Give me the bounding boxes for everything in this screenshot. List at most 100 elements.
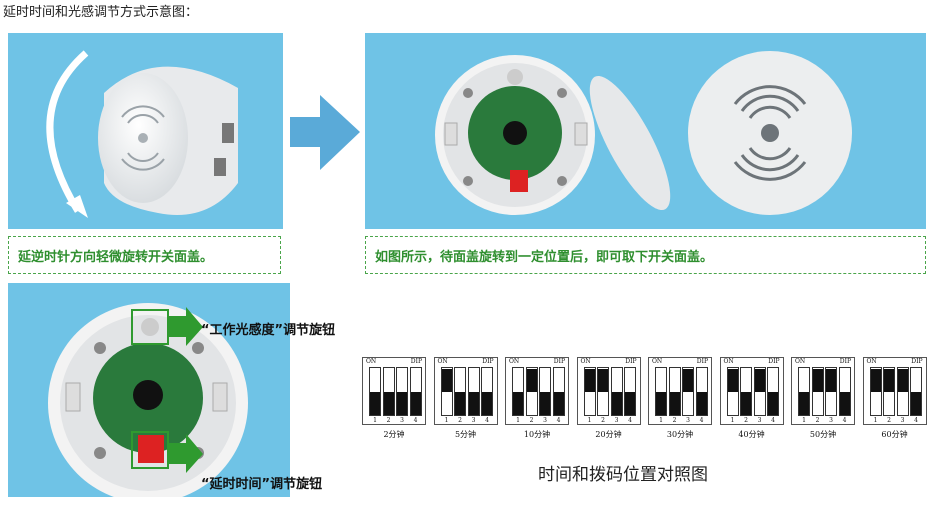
dip-switch-knob [482,392,492,415]
step2-photo [365,33,926,229]
dip-switch-knob [513,392,523,415]
dip-switch [382,367,395,416]
dip-switch-number: 2 [887,417,891,424]
dip-switch [481,367,493,416]
dip-switch [512,367,524,416]
dip-switch-number: 1 [659,417,663,424]
dip-switch-knob [741,392,751,415]
dip-time-label: 40分钟 [738,430,765,439]
dip-switch [624,367,636,416]
dip-time-label: 2分钟 [383,430,405,439]
dip-switch-knob [884,369,894,392]
dip-switch-number: 3 [829,417,833,424]
dip-switch-knob [611,392,622,415]
dip-on-label: ON [652,358,663,365]
page-title: 延时时间和光感调节方式示意图： [3,5,199,20]
dip-time-label: 60分钟 [881,430,908,439]
dip-on-label: ON [366,358,377,365]
step1-photo [8,33,283,229]
dip-time-label: 50分钟 [809,430,837,439]
dip-switch [440,367,453,416]
dip-switch-number: 1 [873,417,878,424]
dip-switch-knob [625,392,635,415]
dip-switch-knob [826,369,836,392]
dip-switch-knob [370,392,380,415]
dip-dip-label: DIP [482,358,494,365]
dip-switch-knob [768,392,778,415]
dip-switch-number: 4 [914,417,918,424]
dip-dip-label: DIP [839,358,851,365]
dip-switch-number: 1 [587,417,592,424]
dip-switch-number: 2 [386,417,391,424]
dip-switch-knob [754,369,765,392]
dip-switch-knob [839,392,850,415]
dip-switch-number: 2 [458,417,462,424]
dip-on-label: ON [795,358,806,365]
dip-switch [825,367,837,416]
dip-switch [726,367,739,416]
dip-switch-number: 4 [842,417,847,424]
dip-switch-knob [897,369,908,392]
dip-switch [610,367,623,416]
dip-switch [454,367,466,416]
dip-diagram: ON DIP 1 2 3 4 60分钟 [862,357,927,447]
dip-switch [767,367,779,416]
dip-switch-number: 1 [373,417,377,424]
dip-on-label: ON [866,358,877,365]
step2-caption: 如图所示，待面盖旋转到一定位置后，即可取下开关面盖。 [365,236,926,274]
dip-time-label: 20分钟 [595,430,622,439]
dip-switch-knob [383,392,394,415]
dip-switch-number: 2 [672,417,677,424]
dip-switch-number: 3 [757,417,762,424]
dip-dip-label: DIP [768,358,780,365]
step3-photo [8,283,290,497]
dip-switch-number: 4 [771,417,775,424]
dip-switch-number: 3 [900,417,905,424]
dip-switch-knob [540,392,550,415]
next-arrow-icon [290,95,360,170]
dip-switch [552,367,565,416]
dip-switch-knob [397,392,407,415]
dip-on-label: ON [723,358,734,365]
dip-time-label: 10分钟 [523,430,551,439]
dip-dip-label: DIP [553,358,565,365]
dip-switch-knob [441,369,452,392]
dip-dip-label: DIP [410,358,422,365]
dip-time-label: 30分钟 [666,430,694,439]
dip-switch [525,367,538,416]
dip-switch-number: 2 [601,417,605,424]
dip-switch-knob [455,392,465,415]
dip-switch-knob [656,392,666,415]
dip-dip-label: DIP [625,358,637,365]
dip-switch-knob [553,392,564,415]
dip-switch-number: 4 [413,417,418,424]
delay-time-callout: “延时时间”调节旋钮 [201,477,323,492]
dip-switch [896,367,909,416]
dip-switch-knob [526,369,537,392]
dip-switch-number: 3 [400,417,404,424]
dip-switch-number: 4 [699,417,704,424]
dip-switch-number: 2 [529,417,534,424]
dip-switch [811,367,824,416]
dip-switch [409,367,422,416]
dip-on-label: ON [580,358,591,365]
dip-switch-number: 4 [628,417,632,424]
dip-switch-number: 3 [471,417,476,424]
dip-dip-label: DIP [911,358,923,365]
dip-switch-number: 1 [802,417,806,424]
dip-switch-knob [598,369,608,392]
dip-switch [740,367,752,416]
dip-time-label: 5分钟 [454,430,477,439]
dip-switch-number: 1 [444,417,449,424]
dip-switch-box: ON DIP 1 2 3 4 [362,357,426,425]
